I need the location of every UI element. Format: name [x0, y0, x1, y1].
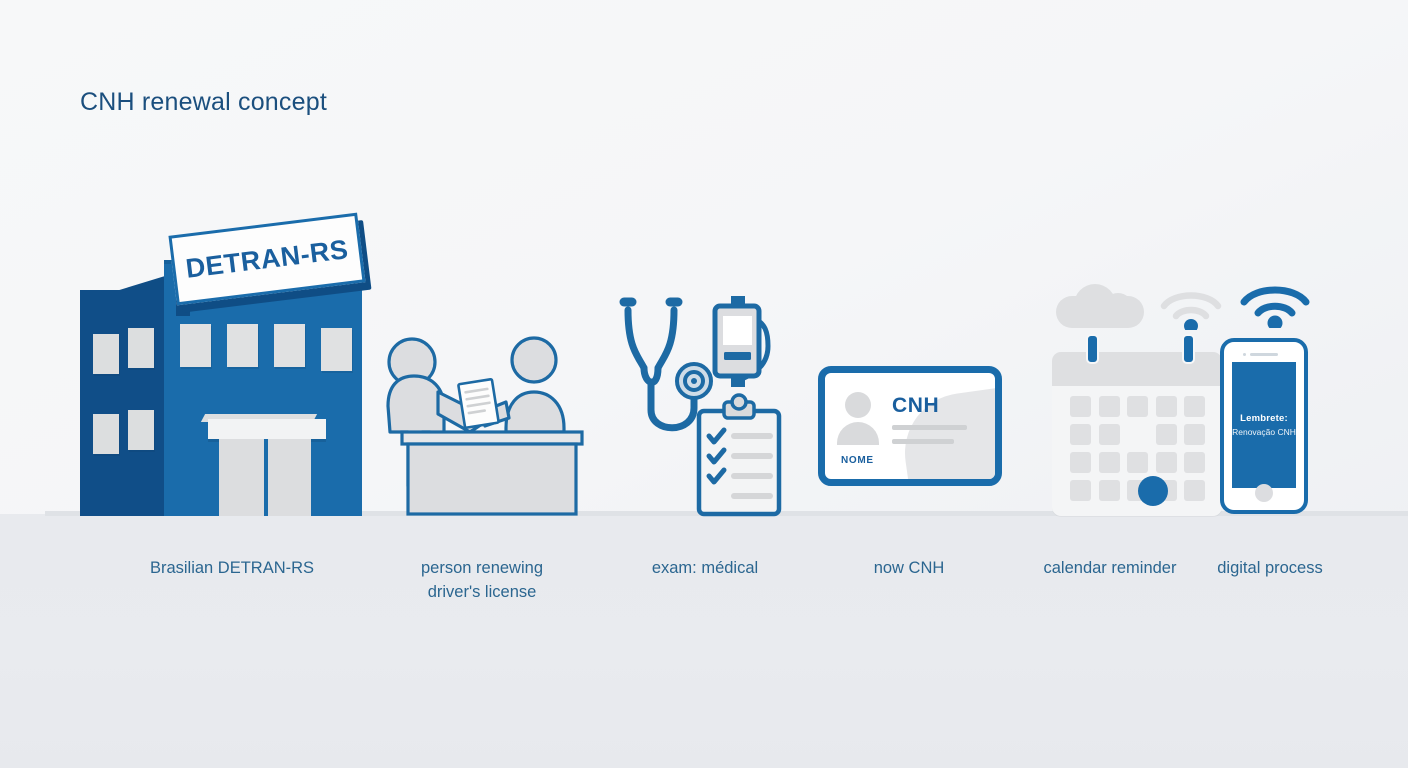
calendar-day — [1155, 452, 1177, 473]
card-text-line — [892, 439, 954, 444]
counter-desk — [400, 430, 584, 516]
calendar-day — [1184, 424, 1206, 445]
calendar-day — [1070, 424, 1091, 445]
phone-speaker — [1250, 353, 1278, 356]
detran-sign-label: DETRAN-RS — [183, 233, 350, 284]
detran-building: DETRAN-RS — [80, 212, 380, 516]
counter-illustration — [386, 336, 584, 516]
monitor-device-icon — [712, 296, 771, 387]
card-name-label: NOME — [841, 455, 874, 466]
building-left-face — [80, 290, 165, 516]
calendar-day — [1184, 480, 1206, 501]
wifi-icon — [1238, 276, 1312, 328]
caption-digital: digital process — [1217, 559, 1323, 577]
calendar-selected-date-marker — [1138, 476, 1168, 506]
card-title: CNH — [892, 394, 940, 417]
avatar-shoulders — [837, 422, 879, 445]
caption-calendar: calendar reminder — [1043, 559, 1177, 577]
caption-detran: Brasilian DETRAN-RS — [149, 559, 315, 577]
medical-illustration — [619, 296, 782, 517]
phone-screen[interactable]: Lembrete: Renovação CNH — [1232, 362, 1296, 488]
phone-camera — [1243, 353, 1246, 356]
calendar-day — [1098, 424, 1120, 445]
medical-exam-scene — [612, 284, 797, 517]
caption-person: person renewing driver's license — [421, 559, 543, 601]
calendar-day — [1070, 480, 1091, 501]
calendar-day — [1127, 452, 1149, 473]
calendar-binder-ring — [1182, 334, 1195, 364]
calendar-day-highlighted — [1127, 424, 1148, 445]
wifi-icon — [1158, 282, 1224, 330]
building-window — [93, 414, 119, 454]
phone-home-button[interactable] — [1255, 484, 1273, 502]
calendar-reminder-scene — [1050, 276, 1230, 516]
calendar — [1052, 352, 1222, 516]
page-title: CNH renewal concept — [80, 88, 327, 116]
document-paper — [457, 377, 500, 429]
building-window — [180, 324, 211, 367]
stethoscope-icon — [619, 297, 698, 432]
building-window — [274, 324, 305, 367]
checklist-lines — [731, 433, 773, 499]
floor-band — [0, 514, 1408, 768]
service-counter-scene — [378, 336, 590, 516]
building-window — [128, 410, 154, 450]
clerk-head — [510, 336, 558, 384]
calendar-day — [1098, 452, 1120, 473]
calendar-binder-ring — [1086, 334, 1099, 364]
checklist-checks — [706, 427, 727, 485]
reminder-title: Lembrete: — [1240, 413, 1288, 424]
building-window — [93, 334, 119, 374]
clipboard-checklist-icon — [696, 393, 782, 517]
avatar — [845, 392, 871, 418]
caption-cnh: now CNH — [873, 559, 945, 577]
reminder-body: Renovação CNH — [1232, 427, 1296, 437]
detran-sign: DETRAN-RS — [168, 212, 372, 313]
building-door-divider — [264, 439, 268, 516]
building-window — [128, 328, 154, 368]
cloud-base — [1056, 296, 1144, 328]
calendar-day — [1184, 396, 1206, 417]
building-awning — [208, 419, 326, 439]
card-text-line — [892, 425, 967, 430]
calendar-day — [1155, 396, 1177, 417]
calendar-day — [1070, 396, 1091, 417]
calendar-day — [1098, 480, 1120, 501]
building-window — [321, 328, 352, 371]
calendar-day-grid — [1070, 396, 1206, 501]
stethoscope-chestpiece — [675, 362, 713, 400]
calendar-day — [1098, 396, 1120, 417]
caption-exam: exam: médical — [651, 559, 759, 577]
cloud-icon — [1056, 284, 1144, 328]
clerk-torso — [504, 390, 566, 434]
smartphone[interactable]: Lembrete: Renovação CNH — [1220, 338, 1308, 514]
calendar-day — [1070, 452, 1091, 473]
building-window — [227, 324, 258, 367]
digital-process-scene: Lembrete: Renovação CNH — [1216, 276, 1316, 516]
cnh-card: CNH NOME — [818, 366, 1002, 486]
calendar-header — [1052, 352, 1222, 386]
calendar-day — [1127, 396, 1149, 417]
calendar-day — [1155, 424, 1177, 445]
calendar-day — [1184, 452, 1206, 473]
